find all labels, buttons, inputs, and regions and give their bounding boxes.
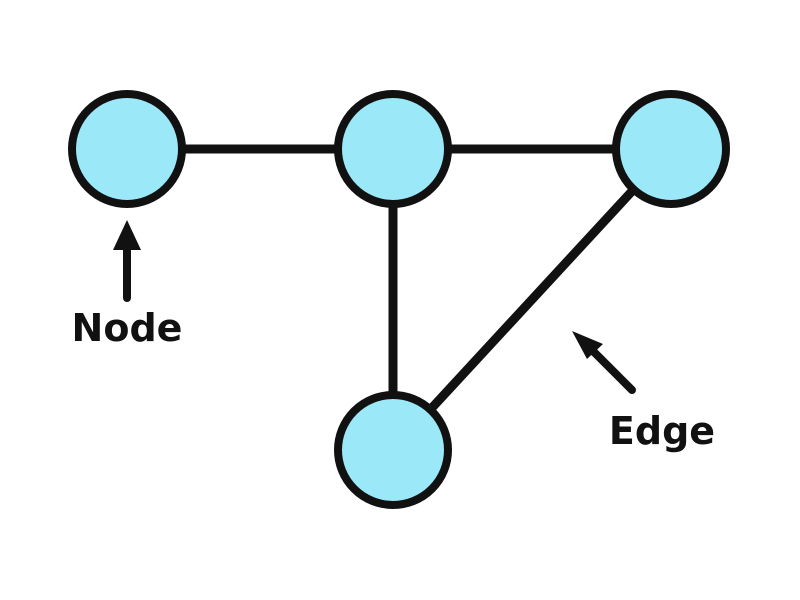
edge-pointer-arrow bbox=[572, 331, 636, 394]
node-arrow-head bbox=[113, 220, 141, 250]
node-left bbox=[68, 90, 186, 208]
node-bottom bbox=[334, 391, 452, 509]
node-center bbox=[334, 90, 452, 208]
edge-diagonal bbox=[389, 145, 675, 454]
edge-arrow-shaft bbox=[589, 347, 636, 394]
node-label: Node bbox=[72, 306, 183, 350]
edge-arrow-head bbox=[572, 331, 603, 359]
edge-label: Edge bbox=[609, 409, 715, 453]
node-right bbox=[612, 90, 730, 208]
node-pointer-arrow bbox=[113, 220, 141, 302]
